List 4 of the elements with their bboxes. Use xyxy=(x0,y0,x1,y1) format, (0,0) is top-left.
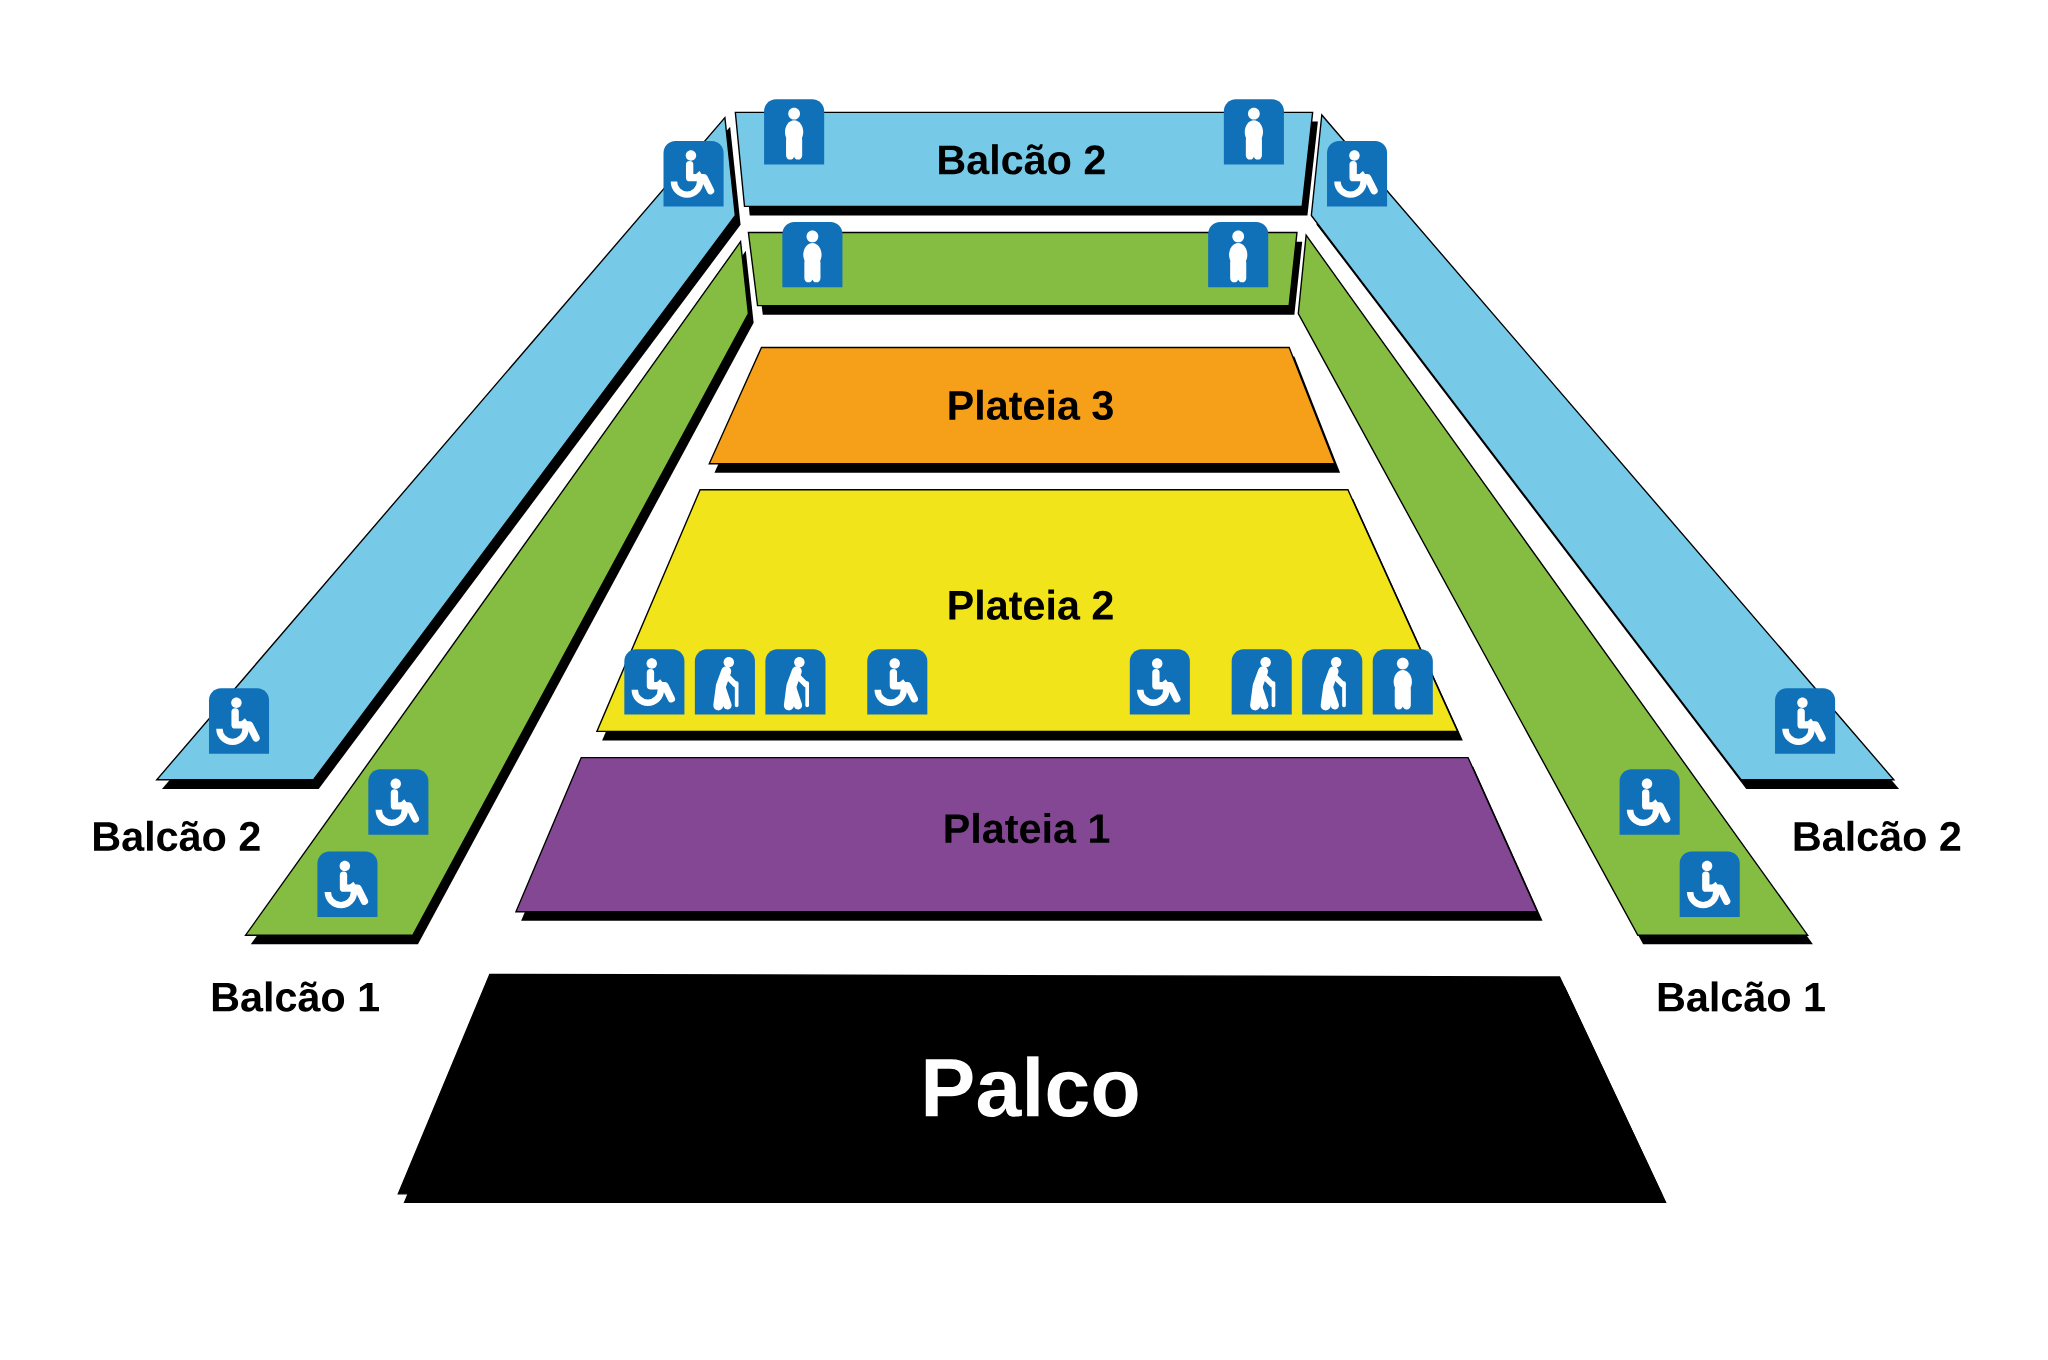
node-label: Balcão 1 xyxy=(212,981,379,1012)
node-label: Balcão 2 xyxy=(94,820,260,852)
seating-section: Plateia 3 xyxy=(708,346,1341,473)
node-label: Balcão 2 xyxy=(1794,820,1961,852)
